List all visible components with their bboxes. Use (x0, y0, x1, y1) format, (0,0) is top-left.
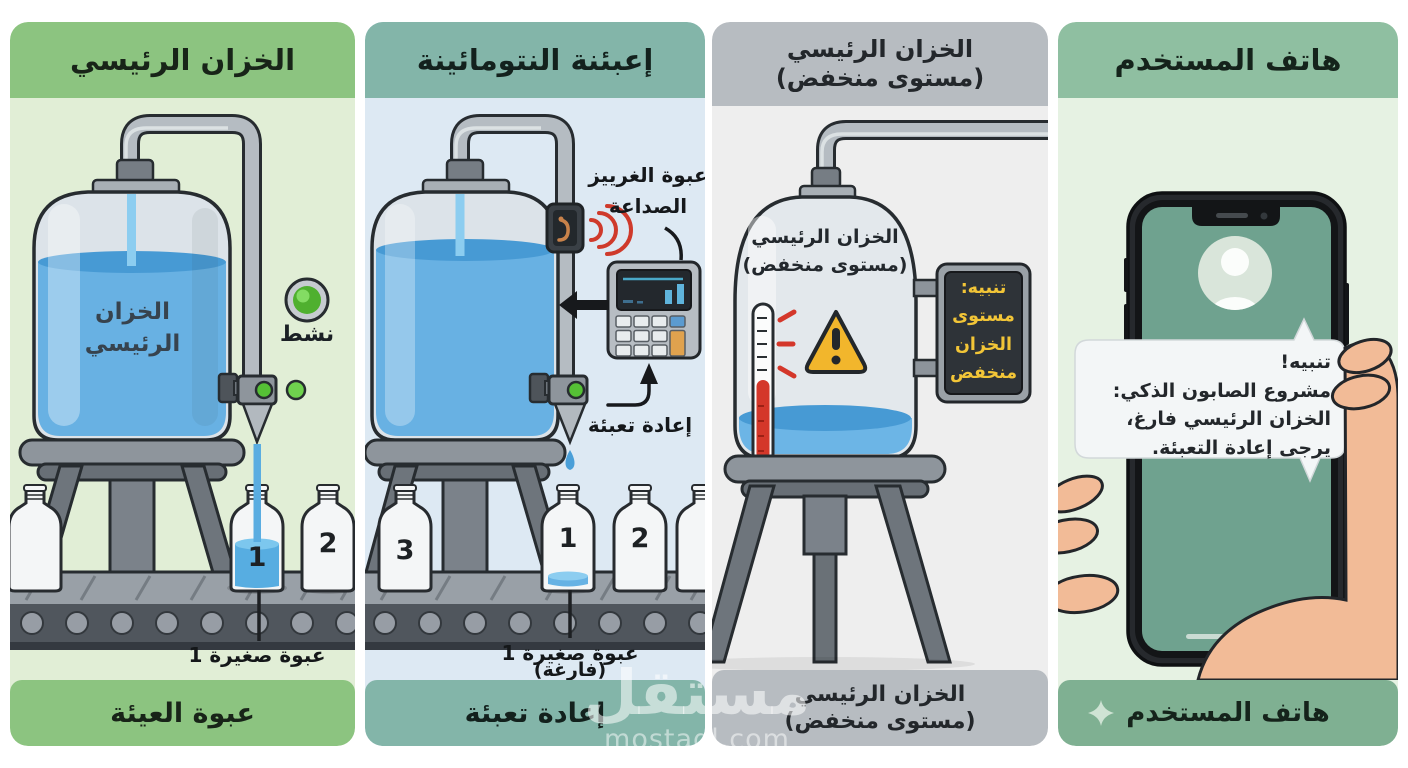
notification-bubble (1074, 317, 1346, 483)
sparkle-icon (1088, 700, 1114, 726)
panel4-illustration: تنبيه! مشروع الصابون الذكي: الخزان الرئي… (1058, 98, 1398, 680)
bottle1-number: 1 (247, 542, 267, 573)
inlet-stream (127, 194, 136, 266)
panel1-illustration: الخزان الرئيسي نشط 1 2 عبوة صغيرة 1 (10, 98, 355, 680)
panel2-illustration: عبوة الغرييز الصداعة إعادة تعبئة 3 1 2 ع… (365, 98, 705, 681)
panel-user-phone: هاتف المستخدم (1058, 22, 1398, 746)
panel2-header: إعبئنة النتومائينة (365, 22, 705, 98)
level-gauge (751, 302, 775, 466)
alert-dashes-icon (776, 309, 797, 379)
drop-icon (565, 450, 575, 470)
warning-triangle-icon (804, 310, 868, 374)
left-arrow-icon (559, 291, 609, 319)
panel-auto-filling: إعبئنة النتومائينة (365, 22, 705, 746)
status-light-icon (284, 277, 330, 323)
conveyor-belt (10, 570, 355, 650)
pour-stream (253, 444, 261, 542)
alert-sign-text: تنبيه: مستوى الخزان منخفض (949, 278, 1018, 384)
sensor-label: عبوة الغرييز الصداعة (588, 163, 705, 218)
aux-light-icon (285, 379, 307, 401)
panel3-header: الخزان الرئيسي (مستوى منخفض) (712, 22, 1048, 106)
active-status-label: نشط (279, 322, 335, 347)
panel-tank-low-level: الخزان الرئيسي (مستوى منخفض) (712, 22, 1048, 746)
controller-keypad (606, 260, 702, 360)
bottle1-number: 1 (558, 523, 578, 554)
panel1-title: الخزان الرئيسي (70, 43, 296, 77)
bottle-1 (540, 483, 596, 593)
tank (370, 158, 560, 442)
panel2-footer: إعادة تعبئة (365, 680, 705, 746)
tank-stand (712, 454, 952, 664)
panel3-art (712, 120, 1048, 670)
inlet-stream (455, 194, 465, 256)
signal-waves-icon (589, 204, 633, 256)
panel4-title: هاتف المستخدم (1114, 43, 1342, 77)
valve-light-icon (254, 380, 274, 400)
panel4-header: هاتف المستخدم (1058, 22, 1398, 98)
panel-main-tank: الخزان الرئيسي (10, 22, 355, 746)
bottle-caption-line1: عبوة صغيرة 1 (501, 641, 639, 665)
avatar-icon (1198, 236, 1272, 310)
bottle-partial (675, 483, 705, 593)
panel1-art (10, 114, 355, 650)
notification-text: تنبيه! مشروع الصابون الذكي: الخزان الرئي… (1112, 351, 1331, 459)
valve-light-icon (566, 380, 586, 400)
sensor-icon (545, 202, 585, 254)
pipe (450, 114, 575, 390)
panel4-footer: هاتف المستخدم (1058, 680, 1398, 746)
label-connector-line (664, 226, 683, 261)
panel1-footer: عبوة العيئة (10, 680, 355, 746)
tank (32, 158, 232, 442)
hand (1058, 337, 1398, 680)
pipe (120, 114, 262, 390)
bottle-1 (229, 483, 285, 593)
panel2-art (365, 114, 705, 650)
panel3-footer: الخزان الرئيسي (مستوى منخفض) (712, 670, 1048, 746)
valve (528, 372, 589, 446)
tank-label: الخزان الرئيسي (مستوى منخفض) (742, 226, 908, 276)
panel4-art (1058, 191, 1398, 680)
camera-icon (1260, 212, 1268, 220)
refill-arrow-icon (606, 363, 658, 407)
alert-sign (912, 262, 1032, 404)
bottle-caption-line2: (فارغة) (533, 659, 607, 681)
panel3-illustration: الخزان الرئيسي (مستوى منخفض) تنبيه: مستو… (712, 106, 1048, 670)
bottle3-number: 3 (395, 535, 415, 566)
pipe (816, 120, 1048, 201)
bottle2-number: 2 (318, 528, 338, 559)
panel1-header: الخزان الرئيسي (10, 22, 355, 98)
bottle2-number: 2 (630, 523, 650, 554)
valve (217, 372, 307, 446)
tank-label: الخزان الرئيسي (84, 299, 181, 358)
refill-label: إعادة تعبئة (587, 413, 693, 437)
bottle-caption: عبوة صغيرة 1 (188, 643, 326, 667)
panel2-title: إعبئنة النتومائينة (416, 43, 654, 77)
